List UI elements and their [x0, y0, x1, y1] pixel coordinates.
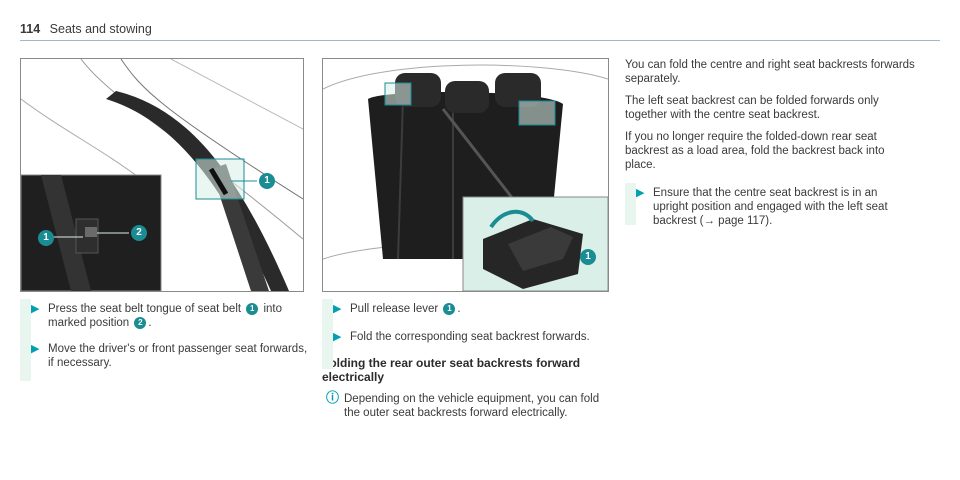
arrow-right-icon: ▶ — [333, 303, 342, 315]
paragraph: The left seat backrest can be folded for… — [625, 95, 879, 121]
arrow-right-icon: ▶ — [31, 303, 40, 315]
arrow-right-icon: ▶ — [636, 187, 645, 199]
text-column-1: ▶ Press the seat belt tongue of seat bel… — [20, 299, 310, 382]
header-divider — [20, 40, 940, 41]
note-block: ⓘ Depending on the vehicle equipment, yo… — [322, 390, 612, 420]
page-header: 114 Seats and stowing — [20, 22, 152, 36]
callout-2: 2 — [131, 225, 147, 241]
step-text: . — [457, 303, 461, 315]
callout-1-lever: 1 — [580, 249, 596, 265]
callout-ref-2: 2 — [134, 316, 147, 329]
figure-rear-seat: 1 — [322, 58, 609, 292]
paragraph: If you no longer require the folded-down… — [625, 131, 885, 171]
arrow-right-icon: ▶ — [333, 331, 342, 343]
figure-seat-belt: 1 1 2 — [20, 58, 304, 292]
section-subheading: Folding the rear outer seat backrests fo… — [322, 356, 581, 384]
seat-belt-illustration — [21, 59, 303, 291]
instruction-step: ▶ Press the seat belt tongue of seat bel… — [20, 299, 310, 341]
section-title: Seats and stowing — [49, 22, 152, 36]
rear-seat-illustration — [323, 64, 608, 291]
info-icon: ⓘ — [326, 390, 340, 405]
paragraph: You can fold the centre and right seat b… — [625, 59, 915, 85]
step-text: Press the seat belt tongue of seat belt — [48, 303, 242, 315]
instruction-step: ▶ Ensure that the centre seat backrest i… — [625, 183, 915, 228]
callout-1-lower: 1 — [38, 230, 54, 246]
step-text: Pull release lever — [350, 303, 439, 315]
step-text: . — [148, 317, 152, 329]
step-text: Move the driver's or front passenger sea… — [48, 343, 308, 369]
callout-ref-1: 1 — [443, 302, 456, 315]
step-text: Fold the corresponding seat backrest for… — [350, 331, 590, 343]
instruction-step: ▶ Fold the corresponding seat backrest f… — [322, 327, 612, 369]
callout-1-upper: 1 — [259, 173, 275, 189]
arrow-right-icon: ▶ — [31, 343, 40, 355]
instruction-step: ▶ Move the driver's or front passenger s… — [20, 339, 310, 381]
text-column-3: You can fold the centre and right seat b… — [625, 58, 915, 240]
text-column-2: ▶ Pull release lever 1. ▶ Fold the corre… — [322, 299, 612, 420]
step-text: into marked position — [48, 303, 283, 329]
page-number: 114 — [20, 22, 41, 36]
note-text: Depending on the vehicle equipment, you … — [344, 393, 600, 419]
step-text: Ensure that the centre seat backrest is … — [653, 187, 888, 227]
callout-ref-1: 1 — [246, 302, 259, 315]
instruction-step: ▶ Pull release lever 1. — [322, 299, 612, 341]
